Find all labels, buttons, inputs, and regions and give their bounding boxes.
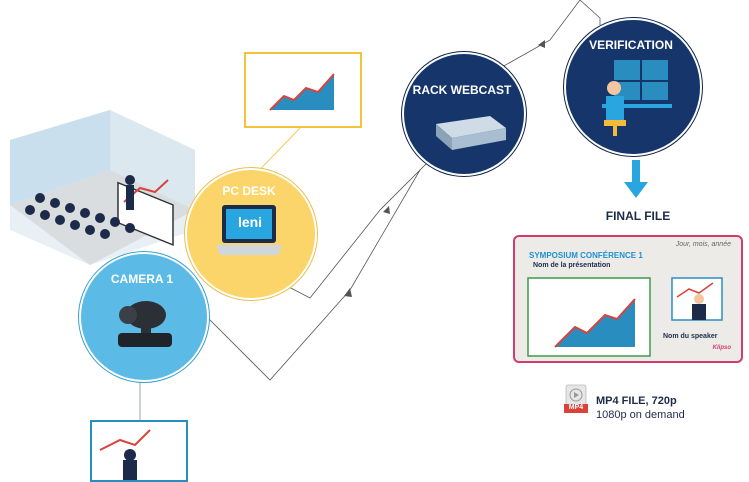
arrow-marker — [538, 40, 545, 48]
speaker-thumbnail — [671, 277, 723, 321]
camera-to-rack-line — [189, 169, 421, 381]
server-icon — [436, 116, 506, 150]
mp4-badge-label: MP4 — [568, 404, 584, 411]
down-arrow-shaft — [632, 160, 640, 182]
slide-speaker-name: Nom du speaker — [663, 333, 718, 340]
slide-subtitle: Nom de la présentation — [533, 262, 611, 269]
file-format-line: MP4 FILE, 720p — [596, 395, 677, 407]
down-arrow-head — [624, 182, 648, 198]
slide-title: SYMPOSIUM CONFÉRENCE 1 — [529, 251, 643, 260]
rack-webcast-node — [402, 52, 526, 176]
slide-logo: Klipso — [712, 345, 731, 351]
rack-to-verification-line — [469, 0, 601, 86]
arrow-marker — [383, 206, 390, 214]
slide-date: Jour, mois, année — [675, 241, 731, 248]
pc-to-rack-line — [284, 149, 441, 299]
mp4-file-icon — [564, 384, 588, 413]
camera-thumbnail — [90, 420, 188, 482]
operator-workstation-icon — [602, 60, 672, 136]
rack-webcast-label: RACK WEBCAST — [412, 83, 512, 97]
camera-label: CAMERA 1 — [110, 272, 174, 286]
verification-label: VERIFICATION — [589, 38, 673, 52]
final-file-title: FINAL FILE — [605, 209, 671, 223]
laptop-icon — [216, 205, 282, 255]
file-ondemand-line: 1080p on demand — [596, 409, 685, 421]
camera-icon — [118, 301, 172, 347]
pc-logo: leni — [237, 214, 263, 230]
pc-desk-label: PC DESK — [222, 184, 276, 198]
final-slide: Jour, mois, année SYMPOSIUM CONFÉRENCE 1… — [513, 235, 743, 363]
chart-preview-card — [244, 52, 362, 128]
conference-room-illustration — [10, 110, 195, 265]
slide-chart — [527, 277, 651, 357]
arrow-marker — [344, 288, 352, 297]
